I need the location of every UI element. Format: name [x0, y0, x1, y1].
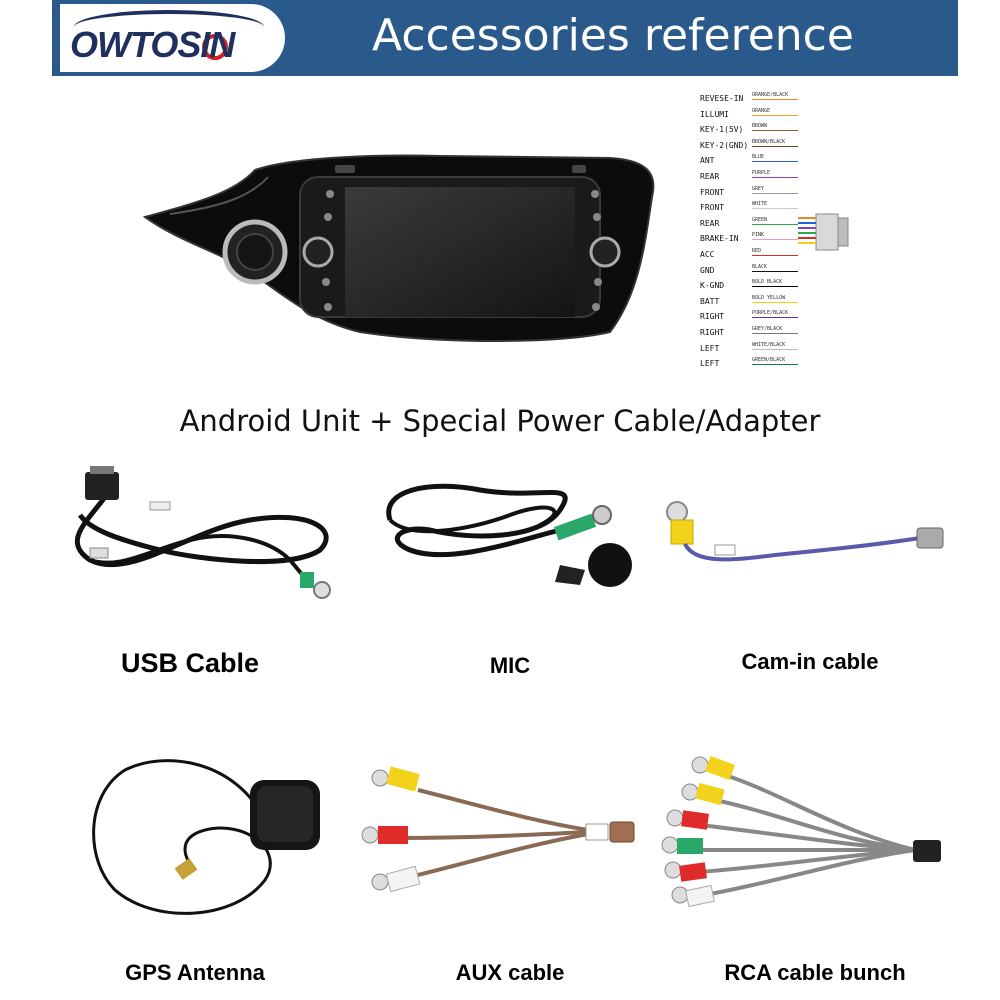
harness-pin-label: GND: [700, 265, 715, 275]
power-harness-diagram: REVESE-IN ORANGE/BLACK ILLUMI ORANGE KEY-1(5…: [700, 88, 860, 388]
harness-wire-color: GREY/BLACK: [752, 326, 798, 334]
harness-wire-color: PURPLE: [752, 170, 798, 178]
harness-pin-label: K-GND: [700, 281, 725, 291]
harness-wire-color: WHITE/BLACK: [752, 342, 798, 350]
harness-wire-color: BROWN: [752, 123, 798, 132]
accessory-label-mic: MIC: [489, 653, 531, 678]
harness-wire-color: GREEN: [752, 217, 798, 225]
harness-wire-color: GREEN/BLACK: [752, 357, 798, 366]
harness-pin-label: BATT: [700, 296, 720, 306]
logo-arc-icon: [74, 10, 264, 44]
mic-image: [370, 470, 640, 600]
harness-wire-color: BROWN/BLACK: [752, 139, 798, 147]
harness-pin-label: REVESE-IN: [700, 94, 744, 103]
rca-cable-bunch-image: [655, 750, 955, 925]
harness-pin-label: ACC: [700, 250, 715, 259]
harness-wire-color: BOLD YELLOW: [752, 295, 798, 303]
harness-wire-color: ORANGE/BLACK: [752, 92, 798, 100]
harness-wire-color: PINK: [752, 232, 798, 241]
header-banner: OWTOSIN Accessories reference: [52, 0, 958, 76]
brand-logo: OWTOSIN: [60, 4, 285, 72]
brand-name: OWTOSIN: [70, 24, 235, 65]
harness-wire-color: GREY: [752, 186, 798, 194]
harness-pin-label: REAR: [700, 172, 720, 181]
cam-in-cable-image: [655, 490, 955, 590]
harness-wire-color: RED: [752, 248, 798, 256]
accessory-label-usb: USB Cable: [120, 648, 260, 678]
accessory-label-gps: GPS Antenna: [125, 960, 265, 985]
accessory-label-cam-in: Cam-in cable: [741, 649, 879, 674]
usb-cable-image: [50, 460, 350, 610]
harness-pin-label: RIGHT: [700, 328, 725, 337]
harness-pin-label: KEY-1(5V): [700, 125, 744, 135]
harness-pin-label: REAR: [700, 218, 720, 228]
accessory-label-rca: RCA cable bunch: [724, 960, 906, 985]
harness-pin-label: KEY-2(GND): [700, 140, 749, 150]
unit-subtitle: Android Unit + Special Power Cable/Adapt…: [179, 404, 821, 438]
harness-wire-color: WHITE: [752, 201, 798, 210]
harness-pin-label: FRONT: [700, 203, 725, 213]
harness-wire-color: BLUE: [752, 154, 798, 163]
harness-pin-label: FRONT: [700, 187, 725, 197]
accessory-label-aux: AUX cable: [455, 960, 565, 985]
logo-gear-icon: [202, 34, 228, 60]
harness-pin-label: LEFT: [700, 343, 720, 353]
harness-wire-color: ORANGE: [752, 108, 798, 116]
page-title: Accessories reference: [372, 10, 854, 61]
harness-pin-label: BRAKE-IN: [700, 234, 739, 244]
android-head-unit: [140, 152, 660, 347]
harness-wire-color: BOLD BLACK: [752, 279, 798, 288]
harness-pin-label: ILLUMI: [700, 109, 729, 119]
gps-antenna-image: [85, 750, 345, 925]
harness-pin-label: LEFT: [700, 359, 720, 369]
harness-pin-label: ANT: [700, 156, 715, 166]
harness-wire-color: PURPLE/BLACK: [752, 310, 798, 319]
harness-pin-label: RIGHT: [700, 312, 725, 322]
aux-cable-image: [358, 760, 648, 900]
harness-wire-color: BLACK: [752, 264, 798, 272]
